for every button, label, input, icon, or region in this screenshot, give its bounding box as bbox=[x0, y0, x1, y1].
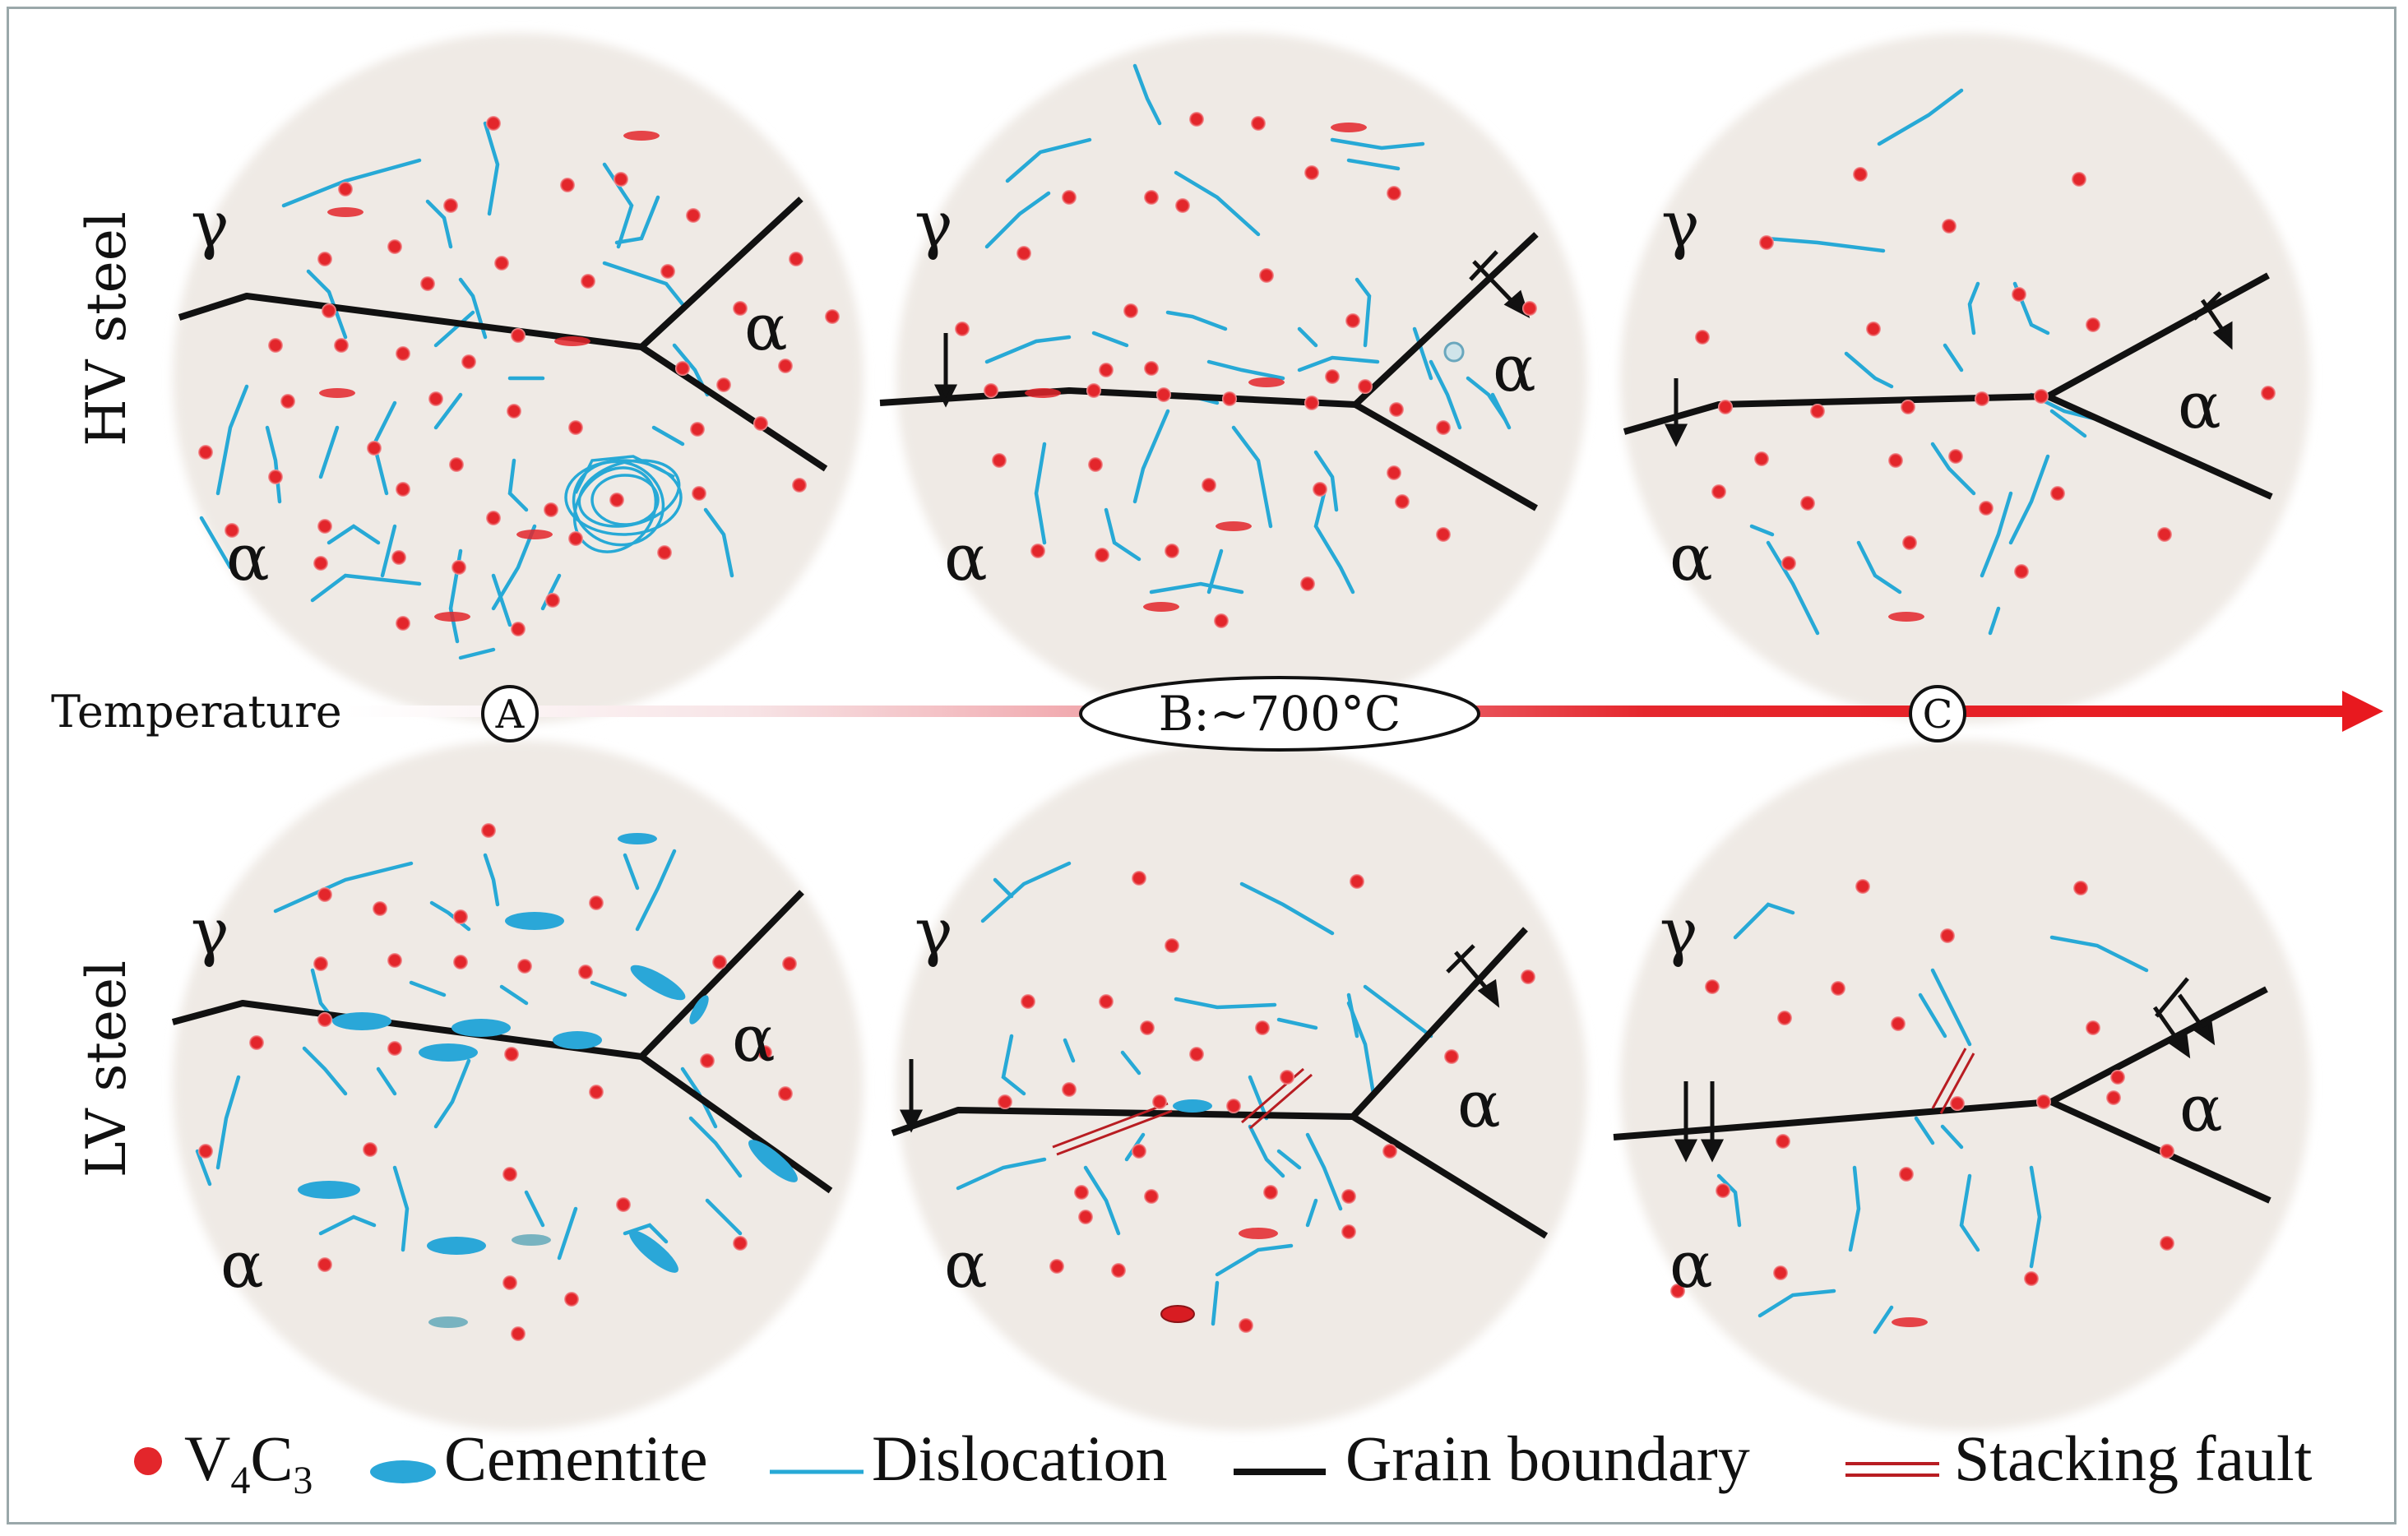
alpha-label: α bbox=[2179, 1072, 2223, 1146]
row-label-hv-steel: HV steel bbox=[75, 211, 138, 446]
panel-hv-c: γ α α bbox=[1623, 88, 2276, 636]
temperature-axis: Temperature A B:~700°C C bbox=[51, 676, 2383, 752]
dislocations bbox=[956, 861, 1433, 1326]
legend: V4C3 Cementite Dislocation Grain boundar… bbox=[134, 1423, 2313, 1502]
grain-circle-hv-c bbox=[1620, 33, 2311, 724]
marker-b-label: B:~700°C bbox=[1159, 686, 1401, 742]
gamma-label: γ bbox=[191, 188, 229, 262]
migration-arrows bbox=[899, 944, 1500, 1133]
panel-hv-a: γ α α bbox=[178, 116, 840, 660]
alpha-label: α bbox=[1493, 332, 1536, 406]
legend-grain-boundary-label: Grain boundary bbox=[1345, 1423, 1750, 1494]
migration-arrows bbox=[1664, 291, 2233, 447]
migration-arrows bbox=[1674, 977, 2216, 1163]
temperature-arrowhead bbox=[2342, 691, 2383, 732]
v4c3-precipitates bbox=[955, 112, 1537, 628]
migration-arrows bbox=[933, 250, 1530, 408]
marker-a-label: A bbox=[495, 692, 526, 738]
marker-c-circle bbox=[1909, 685, 1966, 743]
gamma-label: γ bbox=[915, 188, 953, 262]
v4c3-precipitates bbox=[198, 116, 840, 636]
grain-boundaries bbox=[879, 232, 1539, 511]
alpha-label: α bbox=[944, 1228, 988, 1302]
marker-b-ellipse bbox=[1079, 676, 1480, 752]
cementite-particles bbox=[298, 833, 798, 1328]
alpha-label: α bbox=[744, 291, 788, 365]
panel-lv-a: γ α α bbox=[171, 823, 833, 1341]
v4c3-precipitates bbox=[198, 823, 797, 1341]
gamma-label: γ bbox=[1660, 895, 1698, 969]
alpha-label: α bbox=[732, 1002, 776, 1076]
panel-lv-b: γ α α bbox=[891, 861, 1549, 1333]
panel-lv-c: γ α α bbox=[1613, 879, 2271, 1335]
marker-a-circle bbox=[481, 685, 539, 743]
cementite-particles bbox=[1025, 123, 1367, 612]
alpha-label: α bbox=[1457, 1068, 1501, 1142]
grain-boundaries bbox=[178, 197, 828, 472]
dislocation-tangle bbox=[564, 455, 683, 553]
v4c3-precipitates bbox=[998, 871, 1535, 1333]
stacking-faults bbox=[1931, 1048, 1975, 1114]
gamma-label: γ bbox=[1661, 188, 1700, 262]
v4c3-precipitates bbox=[1670, 879, 2174, 1298]
dislocations bbox=[195, 849, 743, 1261]
legend-v4c3-label: V4C3 bbox=[184, 1423, 313, 1502]
dislocations bbox=[1716, 902, 2149, 1335]
small-cementite-particle bbox=[1443, 341, 1465, 363]
stacking-faults bbox=[1052, 1067, 1313, 1156]
grain-boundaries bbox=[891, 927, 1549, 1239]
legend-stacking-fault-label: Stacking fault bbox=[1954, 1423, 2313, 1494]
grain-boundaries bbox=[171, 890, 833, 1194]
temperature-label: Temperature bbox=[51, 686, 342, 738]
dislocations bbox=[1749, 88, 2100, 636]
v4c3-precipitates bbox=[1695, 167, 2276, 579]
alpha-label: α bbox=[1669, 521, 1713, 595]
alpha-label: α bbox=[226, 521, 270, 595]
alpha-label: α bbox=[944, 521, 988, 595]
legend-cementite-swatch bbox=[370, 1460, 436, 1483]
grain-boundaries bbox=[1623, 272, 2273, 500]
legend-cementite-label: Cementite bbox=[444, 1423, 708, 1494]
cementite-particles bbox=[1160, 1099, 1278, 1323]
grain-circle-lv-b bbox=[896, 740, 1587, 1431]
cementite-particles bbox=[1888, 612, 1924, 622]
cementite-particles bbox=[319, 131, 660, 622]
marker-c-label: C bbox=[1923, 692, 1953, 738]
legend-dislocation-label: Dislocation bbox=[872, 1423, 1168, 1494]
grain-circle-lv-a bbox=[173, 740, 864, 1431]
gamma-label: γ bbox=[915, 895, 953, 969]
panel-hv-b: γ α α bbox=[879, 63, 1539, 628]
legend-v4c3-swatch bbox=[134, 1447, 162, 1475]
row-label-lv-steel: LV steel bbox=[75, 960, 138, 1177]
grain-circle-hv-b bbox=[896, 33, 1587, 724]
alpha-label: α bbox=[220, 1228, 264, 1302]
alpha-label: α bbox=[2178, 369, 2221, 443]
alpha-label: α bbox=[1669, 1228, 1713, 1302]
cementite-particles bbox=[1892, 1317, 1928, 1327]
gamma-label: γ bbox=[191, 895, 229, 969]
